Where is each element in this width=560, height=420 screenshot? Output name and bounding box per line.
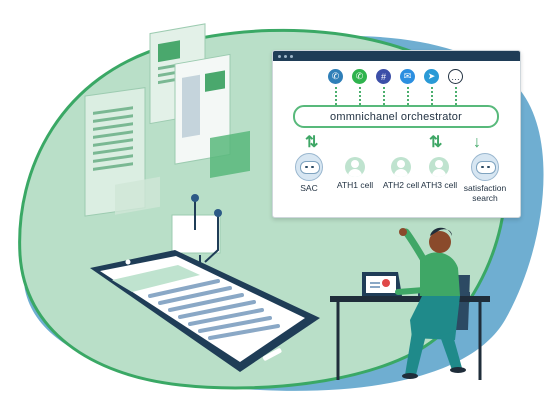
bot-avatar-icon <box>295 153 323 181</box>
window-dot <box>290 54 293 58</box>
floating-documents <box>84 23 250 254</box>
web-icon: # <box>376 69 391 84</box>
messenger-icon: ✉ <box>400 69 415 84</box>
window-titlebar <box>273 51 520 61</box>
person-avatar-icon <box>391 157 411 177</box>
channel-connector <box>359 87 361 105</box>
chat-bubble-icon: … <box>448 69 463 84</box>
phone-icon: ✆ <box>328 69 343 84</box>
window-dot <box>284 54 287 58</box>
orchestrator-bar: ommnichanel orchestrator <box>293 105 499 128</box>
person-avatar-icon <box>345 157 365 177</box>
agent-label: ATH1 cell <box>336 180 374 190</box>
down-arrow-icon: ↓ <box>473 134 481 151</box>
agent-ath1: ATH1 cell <box>335 157 375 190</box>
bidirectional-arrow-icon: ⇅ <box>429 134 443 151</box>
agent-label: ATH2 cell <box>382 180 420 190</box>
channel-icons-row: ✆ ✆ # ✉ ➤ … <box>273 69 520 89</box>
smartphone <box>90 250 320 372</box>
workstation <box>330 227 490 380</box>
agent-label: satisfaction search <box>463 183 507 203</box>
channel-connector <box>431 87 433 105</box>
person-avatar-icon <box>429 157 449 177</box>
window-dot <box>278 54 281 58</box>
agent-ath2: ATH2 cell <box>381 157 421 190</box>
connection-pins <box>191 194 222 217</box>
bot-avatar-icon <box>471 153 499 181</box>
agent-label: ATH3 cell <box>420 180 458 190</box>
agent-satisfaction-search: satisfaction search <box>461 153 509 203</box>
channel-connector <box>335 87 337 105</box>
agent-ath3: ATH3 cell <box>419 157 459 190</box>
orchestration-window: ✆ ✆ # ✉ ➤ … ommnichanel orchestrator ⇅ ⇅… <box>272 50 521 218</box>
channel-connector <box>455 87 457 105</box>
telegram-icon: ➤ <box>424 69 439 84</box>
channel-connector <box>383 87 385 105</box>
channel-connector <box>407 87 409 105</box>
agent-sac: SAC <box>289 153 329 193</box>
bidirectional-arrow-icon: ⇅ <box>305 134 319 151</box>
orchestrator-label: ommnichanel orchestrator <box>330 110 462 123</box>
agent-label: SAC <box>300 183 318 193</box>
whatsapp-icon: ✆ <box>352 69 367 84</box>
